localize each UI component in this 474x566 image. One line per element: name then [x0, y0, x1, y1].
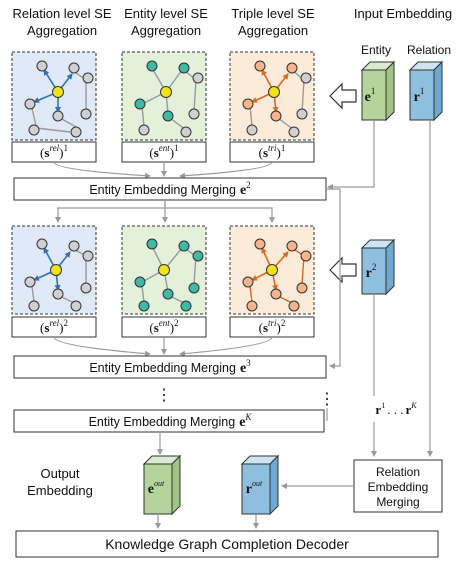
- svg-text:Knowledge Graph Completion Dec: Knowledge Graph Completion Decoder: [105, 536, 349, 552]
- connector-tri2-merge: [179, 336, 273, 357]
- vdots-right: ⋮: [319, 391, 335, 408]
- hollow-arrow-row1: [329, 82, 357, 110]
- svg-text:rout: rout: [246, 479, 263, 497]
- svg-text:(stri)1: (stri)1: [259, 143, 286, 160]
- label-s-rel-1: (srel)1: [11, 141, 97, 163]
- svg-text:r2: r2: [366, 262, 377, 281]
- vector-rout: rout: [240, 454, 280, 516]
- header-relation-line2: Aggregation: [27, 23, 97, 38]
- svg-text:Relation: Relation: [376, 465, 420, 479]
- svg-text:Embedding: Embedding: [368, 480, 429, 494]
- svg-text:(sent)1: (sent)1: [149, 143, 178, 160]
- label-s-tri-1: (stri)1: [229, 141, 315, 163]
- vector-eout: eout: [142, 454, 182, 516]
- relation-merging-box: Relation Embedding Merging: [353, 459, 443, 513]
- panel-entity-row1: [121, 51, 207, 141]
- graph-relation-row1: [24, 60, 94, 138]
- svg-text:e1: e1: [365, 86, 376, 105]
- panel-relation-row2: [11, 225, 97, 315]
- svg-text:r1: r1: [414, 86, 425, 105]
- header-relation-line1: Relation level SE: [13, 6, 112, 21]
- header-triple-line2: Aggregation: [238, 23, 308, 38]
- svg-text:(srel)2: (srel)2: [40, 318, 68, 335]
- label-s-ent-1: (sent)1: [121, 141, 207, 163]
- output-label-line1: Output: [40, 466, 79, 481]
- graph-triple-row1: [242, 60, 312, 138]
- graph-triple-row2: [242, 238, 312, 312]
- label-s-tri-2: (stri)2: [229, 316, 315, 338]
- connector-tri1-merge: [179, 161, 273, 179]
- panel-relation-row1: [11, 51, 97, 141]
- panel-triple-row1: [229, 51, 315, 141]
- graph-relation-row2: [24, 238, 94, 312]
- panel-entity-row2: [121, 225, 207, 315]
- graph-entity-row2: [134, 238, 204, 312]
- decoder-box: Knowledge Graph Completion Decoder: [15, 530, 439, 558]
- vector-e1: e1: [360, 60, 396, 122]
- r-sequence-label: r1. . .rK: [375, 401, 417, 417]
- label-s-rel-2: (srel)2: [11, 316, 97, 338]
- header-entity-line2: Aggregation: [131, 23, 201, 38]
- svg-text:eout: eout: [148, 479, 165, 497]
- svg-text:(srel)1: (srel)1: [40, 143, 68, 160]
- connector-merge1-merge2: [326, 188, 341, 369]
- connector-e1-merge1: [327, 120, 375, 190]
- svg-text:Merging: Merging: [376, 495, 419, 509]
- label-entity: Entity: [361, 43, 391, 57]
- output-label-line2: Embedding: [27, 483, 93, 498]
- hollow-arrow-row2: [329, 256, 357, 284]
- panel-triple-row2: [229, 225, 315, 315]
- connector-merge1-rel2: [55, 200, 166, 223]
- vector-r1: r1: [408, 60, 444, 122]
- graph-entity-row1: [134, 60, 204, 138]
- header-input-embedding: Input Embedding: [354, 6, 452, 21]
- vector-r2: r2: [360, 238, 396, 296]
- label-relation: Relation: [407, 43, 451, 57]
- svg-text:(sent)2: (sent)2: [149, 318, 178, 335]
- connector-merge1-tri2: [165, 207, 275, 223]
- svg-text:(stri)2: (stri)2: [259, 318, 286, 335]
- connector-rel1-merge: [53, 161, 151, 179]
- connector-dots-mergek: [326, 408, 328, 421]
- vdots-left: ⋮: [156, 387, 172, 404]
- label-s-ent-2: (sent)2: [121, 316, 207, 338]
- header-entity-line1: Entity level SE: [124, 6, 208, 21]
- connector-rel2-merge: [53, 336, 151, 357]
- header-triple-line1: Triple level SE: [231, 6, 315, 21]
